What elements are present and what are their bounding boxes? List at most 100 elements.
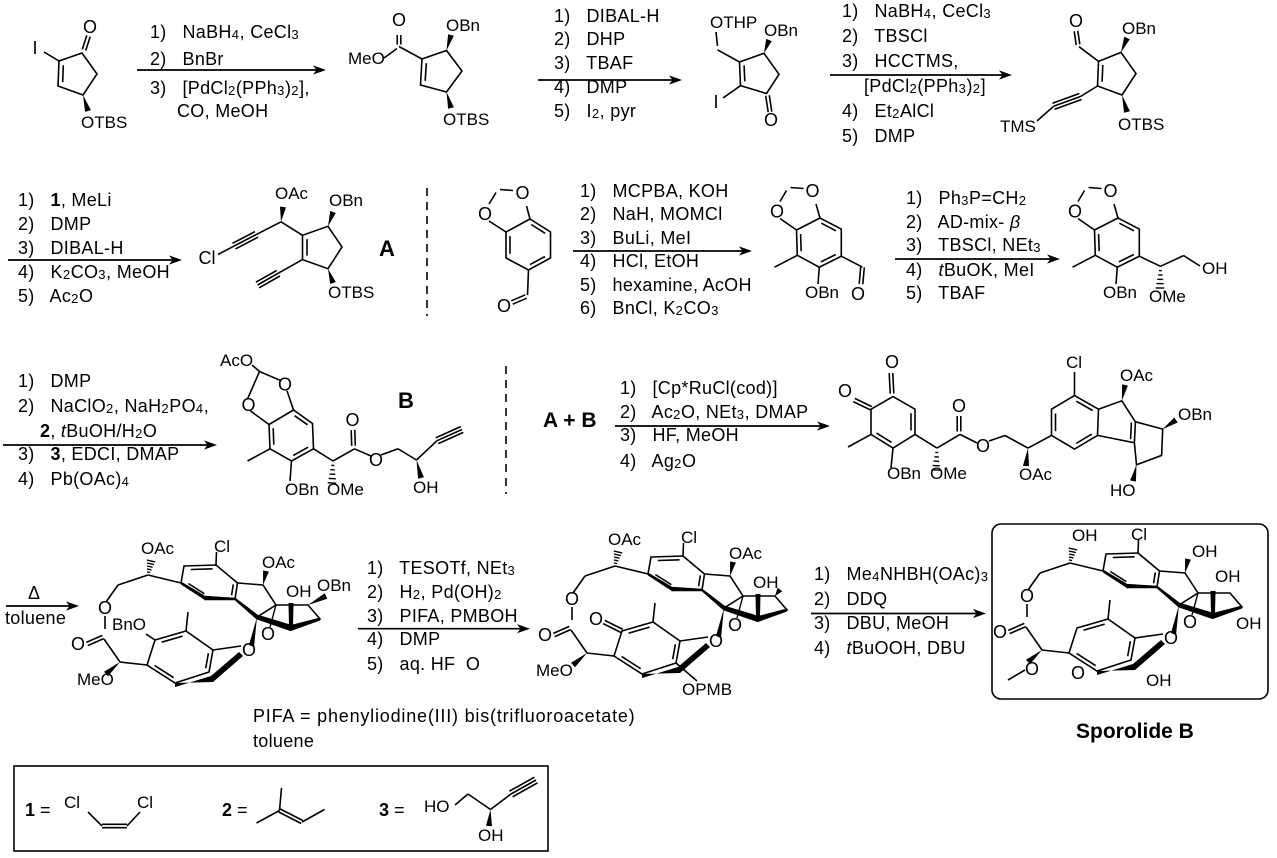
svg-text:2) Ac2 O, NEt3 , DMAP: 2) Ac2 O, NEt3 , DMAP — [620, 402, 808, 422]
svg-text:O: O — [1103, 181, 1117, 201]
svg-text:5) hexamine, AcOH: 5) hexamine, AcOH — [580, 275, 752, 295]
svg-text:1 =: 1 = — [25, 800, 51, 820]
svg-text:1) DMP: 1) DMP — [18, 371, 91, 391]
svg-text:OH: OH — [1202, 259, 1228, 278]
svg-text:Δ: Δ — [28, 583, 40, 603]
svg-text:3) BuLi, MeI: 3) BuLi, MeI — [580, 228, 691, 248]
svg-text:2) DDQ: 2) DDQ — [814, 589, 887, 609]
svg-text:O: O — [1025, 659, 1039, 679]
svg-text:Cl: Cl — [1131, 525, 1147, 544]
svg-text:4) K2 CO3 , MeOH: 4) K2 CO3 , MeOH — [18, 262, 170, 282]
svg-text:O: O — [589, 609, 603, 629]
svg-text:OH: OH — [286, 582, 312, 601]
svg-text:O: O — [242, 640, 256, 660]
svg-text:A + B: A + B — [543, 409, 596, 432]
svg-text:1) Me4 NHBH(OAc)3: 1) Me4 NHBH(OAc)3 — [814, 564, 988, 584]
svg-text:OBn: OBn — [1103, 283, 1137, 302]
svg-text:OAc: OAc — [608, 530, 642, 549]
svg-text:OH: OH — [1236, 614, 1262, 633]
svg-text:O: O — [538, 625, 552, 645]
svg-text:OH: OH — [478, 826, 504, 845]
svg-text:OAc: OAc — [275, 184, 309, 203]
svg-text:O: O — [851, 284, 865, 304]
svg-text:OAc: OAc — [141, 539, 175, 558]
svg-text:HO: HO — [1110, 481, 1136, 500]
svg-text:OTBS: OTBS — [81, 113, 127, 132]
svg-text:4) DMP: 4) DMP — [554, 77, 627, 97]
svg-text:O: O — [83, 17, 97, 37]
svg-text:O: O — [1183, 612, 1197, 632]
svg-text:3) DBU, MeOH: 3) DBU, MeOH — [814, 613, 949, 633]
svg-text:OTBS: OTBS — [443, 110, 489, 129]
svg-text:OBn: OBn — [805, 283, 839, 302]
svg-text:5) aq. HF O: 5) aq. HF O — [367, 654, 480, 674]
svg-text:2 =: 2 = — [222, 800, 248, 820]
svg-text:OMe: OMe — [327, 480, 364, 499]
svg-text:OBn: OBn — [1122, 19, 1156, 38]
svg-text:2) NaH, MOMCl: 2) NaH, MOMCl — [580, 204, 723, 224]
svg-text:3) PIFA, PMBOH: 3) PIFA, PMBOH — [367, 606, 518, 626]
svg-text:3) HF, MeOH: 3) HF, MeOH — [620, 425, 739, 445]
svg-text:5) DMP: 5) DMP — [842, 126, 915, 146]
svg-text:3) TBAF: 3) TBAF — [554, 53, 633, 73]
svg-text:OH: OH — [413, 478, 439, 497]
svg-text:OBn: OBn — [887, 464, 921, 483]
svg-text:O: O — [478, 204, 492, 224]
svg-text:OMe: OMe — [930, 464, 967, 483]
svg-text:O: O — [764, 110, 778, 130]
svg-text:Cl: Cl — [1066, 353, 1082, 372]
svg-text:2) H2 , Pd(OH)2: 2) H2 , Pd(OH)2 — [367, 582, 502, 602]
svg-text:O: O — [805, 181, 819, 201]
svg-text:4) HCl, EtOH: 4) HCl, EtOH — [580, 251, 699, 271]
svg-text:3) 3, EDCI, DMAP: 3) 3, EDCI, DMAP — [18, 444, 179, 464]
svg-text:Cl: Cl — [137, 793, 153, 812]
svg-text:OAc: OAc — [729, 544, 763, 563]
svg-text:OBn: OBn — [446, 16, 480, 35]
svg-text:OAc: OAc — [1120, 366, 1154, 385]
svg-text:O: O — [392, 10, 406, 30]
svg-text:3) [PdCl2 (PPh3 )2 ],: 3) [PdCl2 (PPh3 )2 ], — [150, 78, 310, 98]
svg-text:B: B — [398, 388, 414, 413]
svg-text:OAc: OAc — [262, 553, 296, 572]
svg-text:OPMB: OPMB — [682, 680, 732, 699]
svg-text:O: O — [241, 395, 255, 415]
svg-text:O: O — [1020, 586, 1034, 606]
svg-text:O: O — [709, 631, 723, 651]
svg-text:2) TBSCl: 2) TBSCl — [842, 26, 928, 46]
svg-text:Cl: Cl — [199, 248, 216, 268]
svg-text:OH: OH — [1192, 542, 1218, 561]
svg-text:O: O — [278, 375, 292, 395]
svg-text:2) NaClO2 , NaH2 PO4 ,: 2) NaClO2 , NaH2 PO4 , — [18, 396, 209, 416]
svg-text:OBn: OBn — [764, 21, 798, 40]
svg-text:MeO: MeO — [536, 661, 573, 680]
svg-text:O: O — [1164, 628, 1178, 648]
svg-text:OTBS: OTBS — [1118, 115, 1164, 134]
svg-text:Cl: Cl — [681, 528, 697, 547]
svg-text:1) MCPBA, KOH: 1) MCPBA, KOH — [580, 181, 729, 201]
svg-text:O: O — [952, 396, 966, 416]
svg-text:2) BnBr: 2) BnBr — [150, 49, 224, 69]
svg-text:I: I — [713, 92, 718, 112]
svg-text:O: O — [976, 436, 990, 456]
svg-text:1) DIBAL-H: 1) DIBAL-H — [554, 6, 660, 26]
svg-text:O: O — [71, 634, 85, 654]
svg-text:OMe: OMe — [1149, 287, 1186, 306]
svg-text:BnO: BnO — [112, 615, 146, 634]
svg-text:O: O — [497, 296, 511, 316]
svg-text:4) DMP: 4) DMP — [367, 629, 440, 649]
svg-text:OH: OH — [1146, 671, 1172, 690]
svg-text:CO, MeOH: CO, MeOH — [177, 101, 268, 121]
svg-text:MeO: MeO — [348, 49, 385, 68]
svg-text:1) NaBH4 , CeCl3: 1) NaBH4 , CeCl3 — [150, 22, 299, 42]
svg-text:5) TBAF: 5) TBAF — [906, 283, 985, 303]
svg-text:OAc: OAc — [1019, 465, 1053, 484]
svg-text:OBn: OBn — [285, 480, 319, 499]
svg-text:Cl: Cl — [214, 537, 230, 556]
svg-text:5) Ac2 O: 5) Ac2 O — [18, 286, 93, 306]
svg-text:O: O — [345, 410, 359, 430]
svg-text:O: O — [261, 624, 275, 644]
svg-text:1) NaBH4 , CeCl3: 1) NaBH4 , CeCl3 — [842, 1, 991, 21]
svg-text:3) TBSCl, NEt3: 3) TBSCl, NEt3 — [906, 235, 1041, 255]
svg-text:TMS: TMS — [1000, 117, 1036, 136]
svg-text:2) DHP: 2) DHP — [554, 29, 625, 49]
